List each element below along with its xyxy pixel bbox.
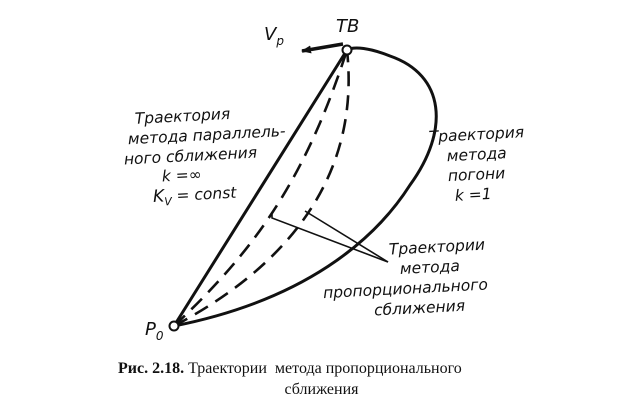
proportional-line4: сближения: [374, 297, 466, 320]
figure-caption-text-2: сближения: [284, 381, 359, 398]
pursuit-line2: метода: [446, 144, 507, 165]
figure-caption-text: Траектории метода пропорционального: [184, 360, 462, 377]
proportional-trajectory-2: [173, 49, 350, 328]
proportional-line2: метода: [399, 257, 460, 278]
proportional-leader-1: [271, 212, 389, 263]
parallel-approach-label: Траектория метода параллель- ного сближе…: [123, 105, 286, 209]
parallel-approach-line5: KV = const: [152, 183, 237, 209]
origin-point-label: P0: [145, 319, 164, 343]
pursuit-label: Траектория метода погони k =1: [428, 123, 524, 205]
proportional-leader-2: [304, 210, 389, 263]
pursuit-line3: погони: [447, 164, 505, 185]
parallel-approach-trajectory: [172, 48, 349, 328]
proportional-line1: Траектории: [388, 236, 485, 259]
figure-caption-line2: сближения: [0, 381, 643, 399]
velocity-label: Vp: [264, 24, 284, 48]
target-point-label: ТВ: [336, 16, 359, 37]
figure-number: Рис. 2.18.: [118, 360, 185, 377]
pursuit-line4: k =1: [454, 185, 492, 205]
parallel-approach-line1: Траектория: [134, 105, 230, 128]
parallel-approach-line4: k =∞: [161, 165, 202, 185]
proportional-label: Траектории метода пропорционального сбли…: [323, 236, 489, 320]
origin-point: [168, 320, 180, 332]
pursuit-line1: Траектория: [428, 123, 524, 146]
target-point: [341, 44, 353, 56]
proportional-trajectory-1: [173, 49, 349, 327]
velocity-arrow: [301, 42, 344, 54]
pursuit-trajectory: [172, 46, 438, 328]
